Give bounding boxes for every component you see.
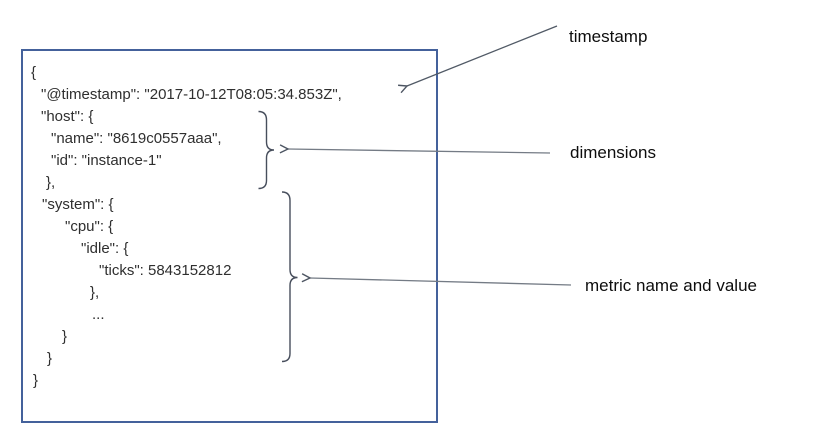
json-code-block: { "@timestamp": "2017-10-12T08:05:34.853… — [23, 62, 436, 392]
json-line: } — [47, 350, 53, 367]
json-line-timestamp: "@timestamp": "2017-10-12T08:05:34.853Z"… — [41, 86, 342, 103]
json-line: { — [31, 64, 37, 81]
json-line-cpu: "cpu": { — [65, 218, 114, 235]
json-line: } — [62, 328, 68, 345]
timestamp-label: timestamp — [569, 27, 648, 46]
json-line: }, — [90, 284, 100, 301]
metric-name-and-value-label: metric name and value — [585, 276, 757, 295]
json-line-host-id: "id": "instance-1" — [51, 152, 162, 169]
json-line: } — [33, 372, 39, 389]
json-line-ellipsis: ... — [92, 306, 105, 323]
dimensions-label: dimensions — [570, 143, 656, 162]
json-document-box: { "@timestamp": "2017-10-12T08:05:34.853… — [21, 49, 438, 423]
json-line-ticks: "ticks": 5843152812 — [99, 262, 232, 279]
json-line-idle: "idle": { — [81, 240, 129, 257]
json-line-system: "system": { — [42, 196, 114, 213]
json-line: }, — [46, 174, 56, 191]
json-line-host-name: "name": "8619c0557aaa", — [51, 130, 222, 147]
json-line-host: "host": { — [41, 108, 94, 125]
